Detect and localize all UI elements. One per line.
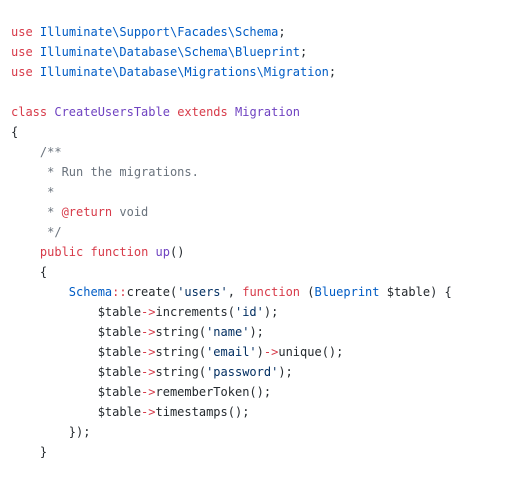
code-line: /** — [11, 142, 511, 162]
code-token — [148, 245, 155, 259]
code-token: -> — [263, 345, 279, 359]
code-token: 'id' — [234, 305, 264, 319]
code-token: Illuminate\Support\Facades\Schema — [39, 25, 279, 39]
code-token: $table — [11, 325, 142, 339]
code-token: function — [242, 285, 301, 299]
code-token: :: — [112, 285, 127, 299]
code-token: , — [227, 285, 243, 299]
code-token — [33, 45, 40, 59]
code-token: $table — [11, 385, 142, 399]
code-token: use — [11, 65, 33, 79]
code-line: $table->string('password'); — [11, 362, 511, 382]
code-token: -> — [141, 325, 156, 339]
code-token: $table — [11, 305, 142, 319]
code-token: class — [11, 105, 48, 119]
code-line: Schema::create('users', function (Bluepr… — [11, 282, 511, 302]
code-line: use Illuminate\Support\Facades\Schema; — [11, 22, 511, 42]
code-line: * — [11, 182, 511, 202]
code-token: * — [11, 205, 62, 219]
code-token: () — [169, 245, 185, 259]
code-token: Migration — [235, 105, 301, 119]
code-token: $table — [11, 365, 142, 379]
code-line: use Illuminate\Database\Migrations\Migra… — [11, 62, 511, 82]
code-token: function — [90, 245, 149, 259]
code-token: /** — [11, 145, 62, 159]
code-token: -> — [141, 385, 156, 399]
code-token: unique(); — [278, 345, 344, 359]
code-line: }); — [11, 422, 511, 442]
code-token: ); — [278, 365, 293, 379]
code-line: * Run the migrations. — [11, 162, 511, 182]
code-token — [228, 105, 235, 119]
code-token: timestamps(); — [155, 405, 250, 419]
code-line: public function up() — [11, 242, 511, 262]
code-line: $table->string('name'); — [11, 322, 511, 342]
code-token: ) — [256, 345, 264, 359]
code-line: $table->string('email')->unique(); — [11, 342, 511, 362]
code-token — [83, 245, 90, 259]
code-token: rememberToken(); — [155, 385, 272, 399]
code-line: { — [11, 262, 511, 282]
code-line: } — [11, 442, 511, 462]
code-line: $table->rememberToken(); — [11, 382, 511, 402]
code-token: { — [11, 265, 48, 279]
code-token: $table — [11, 345, 142, 359]
code-token: CreateUsersTable — [54, 105, 170, 119]
code-token — [33, 65, 40, 79]
code-token: up — [155, 245, 170, 259]
code-token: Blueprint — [314, 285, 380, 299]
code-token: extends — [177, 105, 228, 119]
code-token: } — [11, 445, 48, 459]
code-token: -> — [141, 405, 156, 419]
code-token: 'email' — [206, 345, 257, 359]
code-token: 'name' — [206, 325, 250, 339]
code-token: ( — [300, 285, 315, 299]
code-line: * @return void — [11, 202, 511, 222]
code-token: ); — [263, 305, 279, 319]
code-token: -> — [141, 345, 156, 359]
code-token: string( — [155, 365, 207, 379]
code-token: -> — [141, 365, 156, 379]
code-token: ); — [249, 325, 264, 339]
code-token: ; — [300, 45, 308, 59]
code-token — [11, 285, 69, 299]
code-token: * — [11, 185, 55, 199]
code-token: }); — [11, 425, 91, 439]
code-line: use Illuminate\Database\Schema\Blueprint… — [11, 42, 511, 62]
code-token: public — [39, 245, 84, 259]
code-token: ; — [328, 65, 337, 79]
code-line: */ — [11, 222, 511, 242]
code-line: $table->increments('id'); — [11, 302, 511, 322]
code-token: $table) { — [379, 285, 452, 299]
code-line: $table->timestamps(); — [11, 402, 511, 422]
code-token: */ — [11, 225, 62, 239]
code-token: Schema — [68, 285, 113, 299]
code-token: string( — [155, 325, 207, 339]
code-token: string( — [155, 345, 207, 359]
code-line: { — [11, 122, 511, 142]
code-token: @return — [61, 205, 113, 219]
code-line — [11, 82, 511, 102]
code-token: use — [11, 25, 33, 39]
code-token: void — [112, 205, 149, 219]
code-token: ; — [278, 25, 286, 39]
code-token: 'users' — [177, 285, 228, 299]
code-token: Illuminate\Database\Schema\Blueprint — [39, 45, 301, 59]
code-line: class CreateUsersTable extends Migration — [11, 102, 511, 122]
code-token: use — [11, 45, 33, 59]
code-token: Illuminate\Database\Migrations\Migration — [39, 65, 329, 79]
code-token: { — [11, 125, 19, 139]
code-token: -> — [141, 305, 156, 319]
code-token: * Run the migrations. — [11, 165, 199, 179]
code-token: increments( — [155, 305, 235, 319]
code-token — [33, 25, 40, 39]
code-token: $table — [11, 405, 142, 419]
code-token: 'password' — [206, 365, 279, 379]
code-token: create( — [126, 285, 178, 299]
code-token — [11, 245, 40, 259]
